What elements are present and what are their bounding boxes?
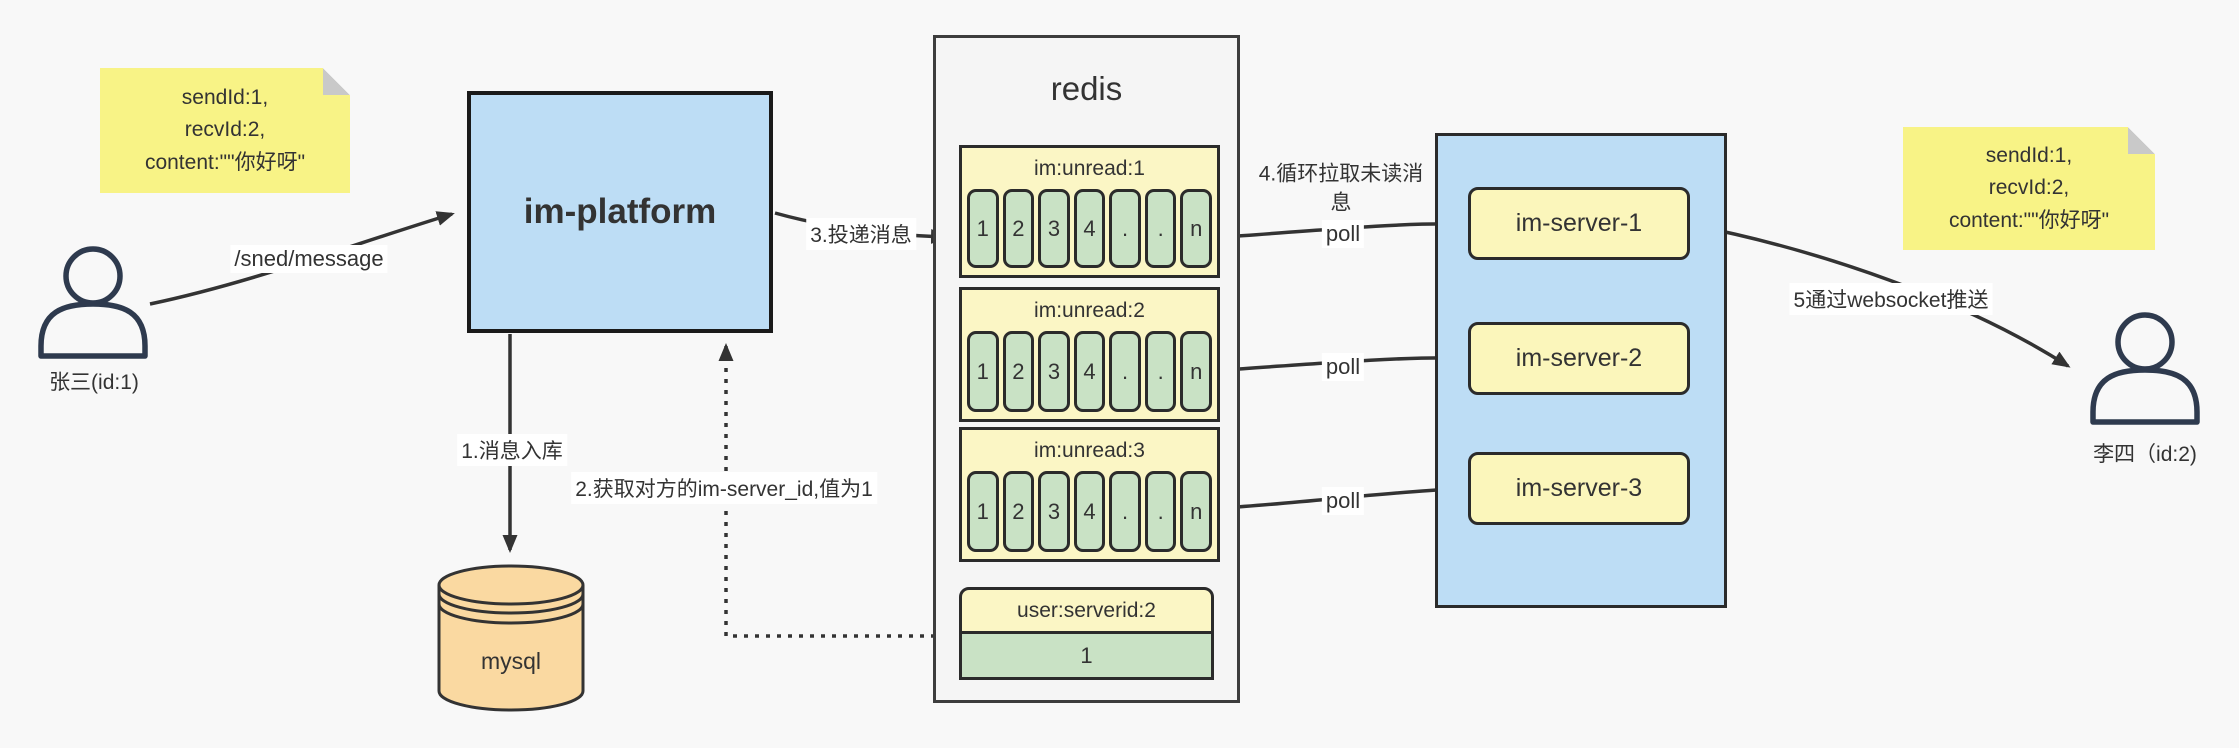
mysql-database-icon: [437, 564, 585, 712]
im-server-3-label: im-server-3: [1515, 474, 1643, 502]
edge-label-poll-3: poll: [1321, 487, 1365, 515]
note-line: content:""你好呀": [144, 150, 306, 174]
edge-label-step1: 1.消息入库: [457, 434, 567, 466]
queue-cells: 1 2 3 4 . . n: [962, 331, 1217, 419]
sticky-note-receiver: sendId:1, recvId:2, content:""你好呀": [1903, 127, 2155, 250]
queue-cell: 4: [1073, 331, 1106, 412]
edge-label-step2: 2.获取对方的im-server_id,值为1: [571, 472, 877, 504]
queue-cell: 2: [1002, 331, 1035, 412]
edge-label-poll-2: poll: [1321, 353, 1365, 381]
edge-step5-websocket: [1691, 223, 2071, 368]
queue-im-unread-3: im:unread:3 1 2 3 4 . . n: [959, 427, 1220, 562]
note-line: sendId:1,: [181, 85, 269, 109]
queue-cell: 2: [1002, 471, 1035, 552]
im-server-1-label: im-server-1: [1515, 209, 1643, 237]
edge-label-send-message: /sned/message: [230, 245, 388, 273]
queue-im-unread-2: im:unread:2 1 2 3 4 . . n: [959, 287, 1220, 422]
queue-cell: 3: [1038, 189, 1070, 268]
queue-title: im:unread:2: [1034, 298, 1145, 322]
im-server-2-label: im-server-2: [1515, 344, 1643, 372]
edge-label-poll-1: poll: [1321, 220, 1365, 248]
queue-cell: n: [1180, 471, 1213, 552]
mysql-label: mysql: [480, 648, 542, 674]
sticky-note-sender: sendId:1, recvId:2, content:""你好呀": [100, 68, 350, 193]
queue-cell: 3: [1038, 471, 1070, 552]
redis-title: redis: [1050, 70, 1123, 107]
queue-cell: n: [1180, 189, 1213, 268]
queue-cell: .: [1144, 189, 1177, 268]
im-server-2-node: im-server-2: [1468, 322, 1690, 395]
im-platform-node: im-platform: [467, 91, 773, 333]
queue-cell: 1: [967, 331, 999, 412]
edge-label-step3: 3.投递消息: [806, 218, 916, 250]
im-server-1-node: im-server-1: [1468, 187, 1690, 260]
receiver-label: 李四（id:2): [2093, 443, 2197, 466]
queue-im-unread-1: im:unread:1 1 2 3 4 . . n: [959, 145, 1220, 278]
queue-cell: 3: [1038, 331, 1070, 412]
queue-title: im:unread:1: [1034, 156, 1145, 180]
sender-label: 张三(id:1): [49, 371, 139, 394]
kv-user-serverid: user:serverid:2 1: [959, 587, 1214, 680]
queue-cell: 2: [1002, 189, 1035, 268]
im-server-3-node: im-server-3: [1468, 452, 1690, 525]
kv-key-label: user:serverid:2: [959, 587, 1214, 634]
queue-cell: .: [1109, 189, 1141, 268]
note-fold-icon: [323, 68, 350, 95]
queue-title: im:unread:3: [1034, 438, 1145, 462]
note-fold-icon: [2128, 127, 2155, 154]
user-icon-sender: [38, 246, 148, 359]
queue-cell: 4: [1073, 189, 1106, 268]
queue-cell: 1: [967, 471, 999, 552]
note-line: recvId:2,: [1988, 176, 2070, 200]
edge-label-step5: 5通过websocket推送: [1789, 283, 1993, 315]
im-platform-label: im-platform: [523, 192, 717, 231]
queue-cells: 1 2 3 4 . . n: [962, 471, 1217, 559]
note-line: content:""你好呀": [1948, 208, 2110, 232]
queue-cell: .: [1144, 331, 1177, 412]
kv-value: 1: [959, 634, 1214, 680]
queue-cell: 4: [1073, 471, 1106, 552]
note-line: recvId:2,: [184, 118, 266, 142]
queue-cells: 1 2 3 4 . . n: [962, 189, 1217, 275]
user-icon-receiver: [2090, 312, 2200, 425]
queue-cell: .: [1109, 471, 1141, 552]
edge-label-step4: 4.循环拉取未读消息: [1258, 162, 1424, 215]
note-line: sendId:1,: [1985, 143, 2073, 167]
edge-step2-lookup: [718, 343, 957, 638]
queue-cell: 1: [967, 189, 999, 268]
queue-cell: .: [1109, 331, 1141, 412]
queue-cell: n: [1180, 331, 1213, 412]
queue-cell: .: [1144, 471, 1177, 552]
